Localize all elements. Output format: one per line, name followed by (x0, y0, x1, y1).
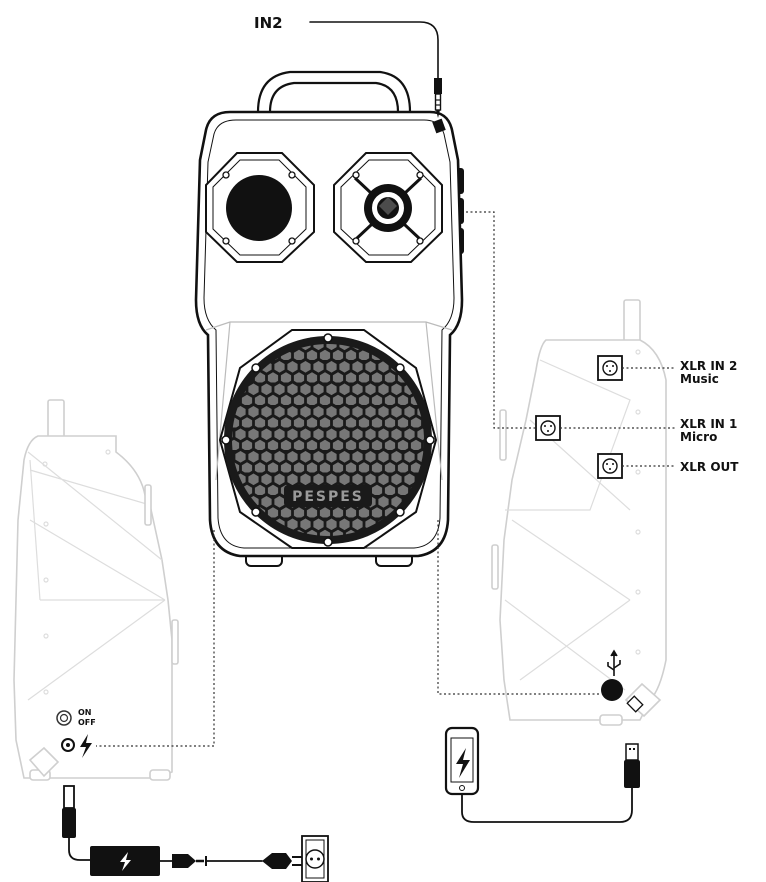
usb-port[interactable] (601, 679, 623, 701)
xlr-in1-socket[interactable] (535, 415, 561, 441)
woofer-left (226, 175, 292, 241)
in2-input-port[interactable] (432, 118, 446, 134)
switch-off-label: OFF (78, 718, 96, 727)
leader-dc (96, 530, 215, 747)
xlr-in2-socket[interactable] (597, 355, 623, 381)
brand-logo: PESPES (292, 489, 364, 505)
lightning-icon (80, 734, 92, 758)
dc-power-input[interactable] (61, 738, 75, 752)
xlr-out-label: XLR OUT (680, 460, 739, 474)
xlr-connector-icon (602, 360, 618, 376)
lightning-icon (120, 852, 131, 871)
power-switch[interactable] (56, 710, 72, 726)
xlr-connector-icon (540, 420, 556, 436)
xlr-in2-label: XLR IN 2 (680, 359, 737, 373)
in2-label: IN2 (254, 14, 283, 32)
smartphone (444, 726, 480, 796)
left-side-speaker: ON OFF (13, 399, 179, 781)
xlr-in1-sublabel: Micro (680, 430, 717, 444)
xlr-out-socket[interactable] (597, 453, 623, 479)
in2-jack-cable (309, 21, 446, 134)
leader-xlr-in1 (466, 211, 536, 429)
xlr-in2-sublabel: Music (680, 372, 719, 386)
power-plug-icon (172, 854, 207, 868)
switch-on-label: ON (78, 708, 92, 717)
main-speaker-front: PESPES (194, 70, 464, 567)
wall-socket-icon (301, 835, 329, 882)
power-adapter-chain (62, 785, 329, 882)
xlr-in1-label: XLR IN 1 (680, 417, 737, 431)
jack-plug-icon (434, 78, 442, 118)
right-side-speaker (491, 299, 667, 726)
usb-cable (461, 743, 640, 823)
lightning-icon (456, 748, 470, 778)
usb-icon (607, 649, 621, 676)
xlr-connector-icon (602, 458, 618, 474)
tweeter-right (353, 176, 423, 242)
mains-plug (262, 853, 302, 869)
dc-plug (62, 785, 76, 838)
